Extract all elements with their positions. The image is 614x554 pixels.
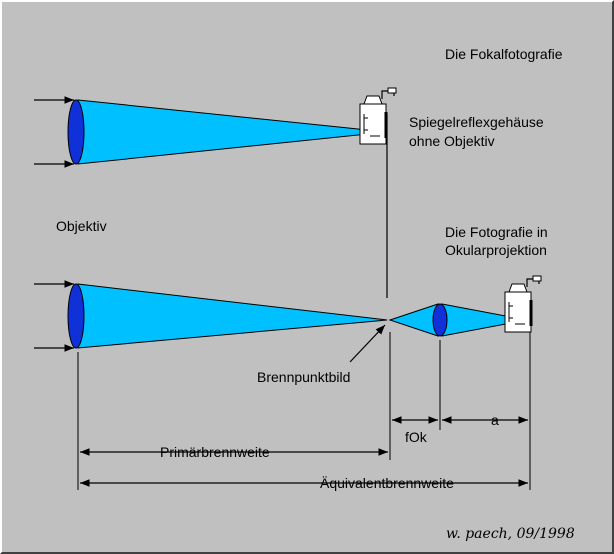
camera-body-icon-bottom [504,275,542,333]
camera-body-label-line1: Spiegelreflexgehäuse [409,114,544,130]
focal-image-label: Brennpunktbild [257,369,350,385]
objective-lens-bottom [67,283,85,349]
camera-body-label-line2: ohne Objektiv [409,133,495,149]
objective-lens-top [67,99,85,165]
light-cone-primary [77,283,388,349]
incoming-rays-bottom [34,280,74,352]
title-focal-photography: Die Fokalfotografie [445,46,563,62]
objective-label: Objektiv [56,218,107,234]
equivalent-focal-length-label: Äquivalentbrennweite [320,475,454,491]
projection-title-line2: Okularprojektion [445,242,547,258]
primary-focal-length-label: Primärbrennweite [160,444,270,460]
author-signature: w. paech, 09/1998 [446,526,575,542]
incoming-rays-top [34,96,74,168]
eyepiece-lens [432,303,448,337]
dimension-extension-lines [77,332,531,490]
projection-title-line1: Die Fotografie in [445,224,548,240]
distance-a-label: a [491,412,499,428]
fok-label: fOk [405,429,428,445]
camera-body-icon-top [359,87,397,145]
light-cone-top [77,99,388,165]
focal-image-pointer [349,324,386,363]
diverging-cone-to-eyepiece [388,303,439,337]
